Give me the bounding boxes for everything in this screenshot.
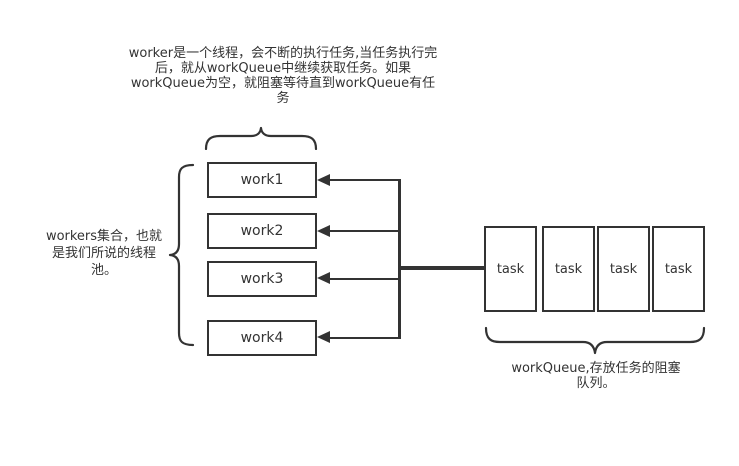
task-box-label: task	[664, 261, 693, 277]
queue-main-line	[400, 266, 484, 270]
task-box-label: task	[554, 261, 583, 277]
arrowhead-work3-icon	[317, 272, 330, 284]
workqueue-note: workQueue,存放任务的阻塞 队列。	[480, 361, 712, 391]
worker-note-line: workQueue为空，就阻塞等待直到workQueue有任	[130, 76, 436, 91]
workers-note-line: 是我们所说的线程	[51, 246, 156, 261]
task-box-label: task	[609, 261, 638, 277]
arrowhead-work1-icon	[317, 174, 330, 186]
brace-bottom	[484, 326, 706, 355]
workers-note-line: workers集合，也就	[45, 229, 163, 244]
work-box-label: work4	[240, 330, 284, 346]
workqueue-note-line: 队列。	[576, 376, 616, 391]
work-box-label: work1	[240, 172, 284, 188]
worker-note-line: 务	[276, 91, 290, 106]
workqueue-note-line: workQueue,存放任务的阻塞	[511, 361, 681, 376]
work-box-3: work3	[207, 261, 317, 297]
work-box-4: work4	[207, 320, 317, 356]
arrow-branch-work2	[329, 230, 400, 232]
arrow-branch-work4	[329, 337, 400, 339]
arrow-branch-work3	[329, 278, 400, 280]
workers-note-line: 池。	[90, 263, 117, 278]
arrow-trunk-line	[398, 179, 401, 339]
work-box-label: work3	[240, 271, 284, 287]
task-box-3: task	[597, 226, 650, 312]
work-box-label: work2	[240, 223, 284, 239]
arrowhead-work2-icon	[317, 225, 330, 237]
worker-note-line: 后，就从workQueue中继续获取任务。如果	[154, 61, 412, 76]
worker-note: worker是一个线程，会不断的执行任务,当任务执行完 后，就从workQueu…	[110, 46, 456, 106]
work-box-1: work1	[207, 162, 317, 198]
arrow-branch-work1	[329, 179, 400, 181]
brace-top	[204, 126, 318, 150]
arrowhead-work4-icon	[317, 331, 330, 343]
task-box-1: task	[484, 226, 537, 312]
task-box-label: task	[496, 261, 525, 277]
worker-note-line: worker是一个线程，会不断的执行任务,当任务执行完	[128, 46, 438, 61]
task-box-4: task	[652, 226, 705, 312]
work-box-2: work2	[207, 213, 317, 249]
workers-note: workers集合，也就 是我们所说的线程 池。	[36, 228, 172, 279]
task-box-2: task	[542, 226, 595, 312]
brace-left	[168, 163, 195, 347]
